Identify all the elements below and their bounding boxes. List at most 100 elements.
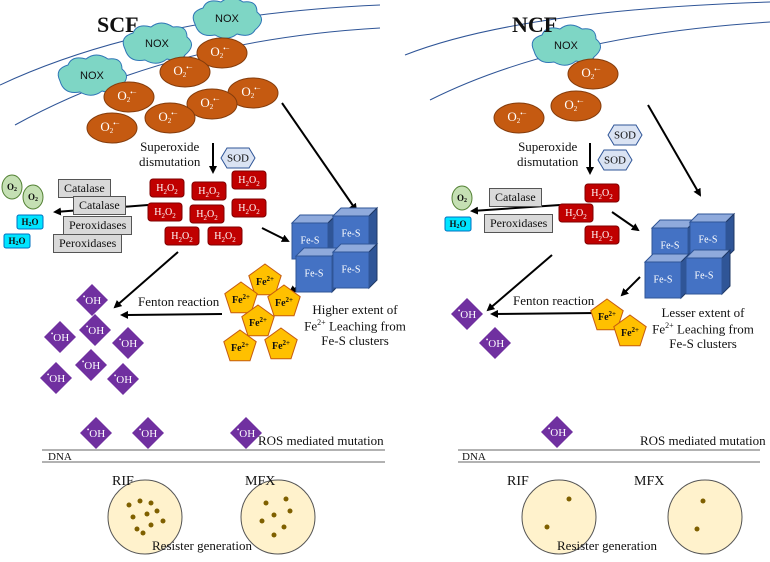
resistant-colony <box>148 500 154 506</box>
h2o-molecule: H2O <box>3 233 31 249</box>
h2o2-box: H2O2 <box>191 181 227 201</box>
fe2-text: Fe2+ <box>256 275 274 289</box>
catalase-label: Catalase <box>58 179 111 198</box>
fes-text: Fe-S <box>695 270 714 281</box>
superoxide-text: O2•− <box>210 44 229 60</box>
h2o2-text: H2O2 <box>591 188 613 200</box>
fe2-pentagon: Fe2+ <box>267 284 301 317</box>
superoxide-ellipse: O2•− <box>159 56 211 88</box>
resistant-colony <box>137 498 143 504</box>
superoxide-ellipse: O2•− <box>196 37 248 69</box>
o2-molecule: O2 <box>451 185 473 211</box>
fes-cluster-cube: Fe-S <box>331 242 379 290</box>
fe2-pentagon: Fe2+ <box>241 304 275 337</box>
fes-cluster-cube: Fe-S <box>290 213 338 261</box>
superoxide-text: O2•− <box>564 97 583 113</box>
leaching-label-ncf: Lesser extent of Fe2+ Leaching from Fe-S… <box>648 305 758 352</box>
resistant-colony <box>154 508 160 514</box>
h2o2-box: H2O2 <box>207 226 243 246</box>
sod-hexagon: SOD <box>220 147 256 169</box>
o2-molecule: O2 <box>22 184 44 210</box>
h2o2-text: H2O2 <box>198 186 220 198</box>
sod-text: SOD <box>227 153 249 165</box>
hydroxyl-radical-diamond: •OH <box>230 417 262 449</box>
catalase-label: Catalase <box>73 196 126 215</box>
peroxidases-label: Peroxidases <box>63 216 133 235</box>
h2o-text: H2O <box>21 217 38 228</box>
superoxide-text: O2•− <box>507 109 526 125</box>
fes-text: Fe-S <box>661 240 680 251</box>
h2o2-box: H2O2 <box>231 198 267 218</box>
h2o2-text: H2O2 <box>154 207 176 219</box>
superoxide-dismutation-label: Superoxide dismutation <box>517 139 578 170</box>
resistant-colony <box>130 514 136 520</box>
superoxide-ellipse: O2•− <box>550 90 602 122</box>
oh-text: •OH <box>87 426 105 440</box>
nox-label: NOX <box>215 13 239 25</box>
superoxide-ellipse: O2•− <box>493 102 545 134</box>
fe2-pentagon: Fe2+ <box>223 329 257 362</box>
rif-label: RIF <box>112 474 134 489</box>
h2o2-text: H2O2 <box>156 183 178 195</box>
resistant-colony <box>259 518 265 524</box>
nox-cloud <box>57 54 127 96</box>
fes-text: Fe-S <box>699 234 718 245</box>
oh-text: •OH <box>548 425 566 439</box>
h2o2-text: H2O2 <box>171 231 193 243</box>
superoxide-dismutation-label: Superoxide dismutation <box>139 139 200 170</box>
h2o2-text: H2O2 <box>196 209 218 221</box>
oh-text: •OH <box>458 307 476 321</box>
panel-title-scf: SCF <box>97 12 139 37</box>
petri-dish <box>667 479 743 555</box>
fe2-text: Fe2+ <box>249 316 267 330</box>
fe2-text: Fe2+ <box>232 293 250 307</box>
o2-text: O2 <box>7 182 17 193</box>
superoxide-ellipse: O2•− <box>86 112 138 144</box>
leaching-line3: Fe-S clusters <box>321 333 389 349</box>
fenton-reaction-label: Fenton reaction <box>513 293 595 308</box>
arrow-h2o2-to-catalase-ncf <box>470 204 561 215</box>
sod-hexagon: SOD <box>607 124 643 146</box>
fe-text: Fe <box>652 321 666 337</box>
fe2-text: Fe2+ <box>272 339 290 353</box>
oh-text: •OH <box>486 336 504 350</box>
resistant-colony <box>160 518 166 524</box>
fe2-pentagon: Fe2+ <box>248 263 282 296</box>
dna-label: DNA <box>462 451 486 463</box>
petri-dish <box>240 479 316 555</box>
oh-text: •OH <box>139 426 157 440</box>
h2o2-box: H2O2 <box>164 226 200 246</box>
resistant-colony <box>700 498 706 504</box>
resistant-colony <box>144 511 150 517</box>
hydroxyl-radical-diamond: •OH <box>40 362 72 394</box>
fenton-reaction-label: Fenton reaction <box>138 294 220 309</box>
h2o2-box: H2O2 <box>584 225 620 245</box>
arrow-fenton-ncf <box>490 309 598 318</box>
fe2-pentagon: Fe2+ <box>264 327 298 360</box>
resistant-colony <box>140 530 146 536</box>
nox-label: NOX <box>80 70 104 82</box>
oh-text: •OH <box>114 372 132 386</box>
hydroxyl-radical-diamond: •OH <box>451 298 483 330</box>
resister-generation-label: Resister generation <box>557 538 657 553</box>
oh-text: •OH <box>119 336 137 350</box>
resistant-colony <box>287 508 293 514</box>
o2-text: O2 <box>457 193 467 204</box>
fes-text: Fe-S <box>301 235 320 246</box>
petri-dish <box>107 479 183 555</box>
h2o2-box: H2O2 <box>558 203 594 223</box>
nox-cloud <box>531 24 601 66</box>
nox-label: NOX <box>145 38 169 50</box>
sod-text: SOD <box>614 130 636 142</box>
fes-text: Fe-S <box>654 274 673 285</box>
arrow-fenton-scf <box>120 310 223 319</box>
arrow-h2o2-to-oh-ncf <box>486 254 553 312</box>
arrow-superoxide-to-fes-ncf <box>647 104 702 197</box>
resistant-colony <box>566 496 572 502</box>
fes-text: Fe-S <box>342 264 361 275</box>
resistant-colony <box>134 526 140 532</box>
hydroxyl-radical-diamond: •OH <box>79 314 111 346</box>
superoxide-ellipse: O2•− <box>144 102 196 134</box>
oh-text: •OH <box>83 293 101 307</box>
